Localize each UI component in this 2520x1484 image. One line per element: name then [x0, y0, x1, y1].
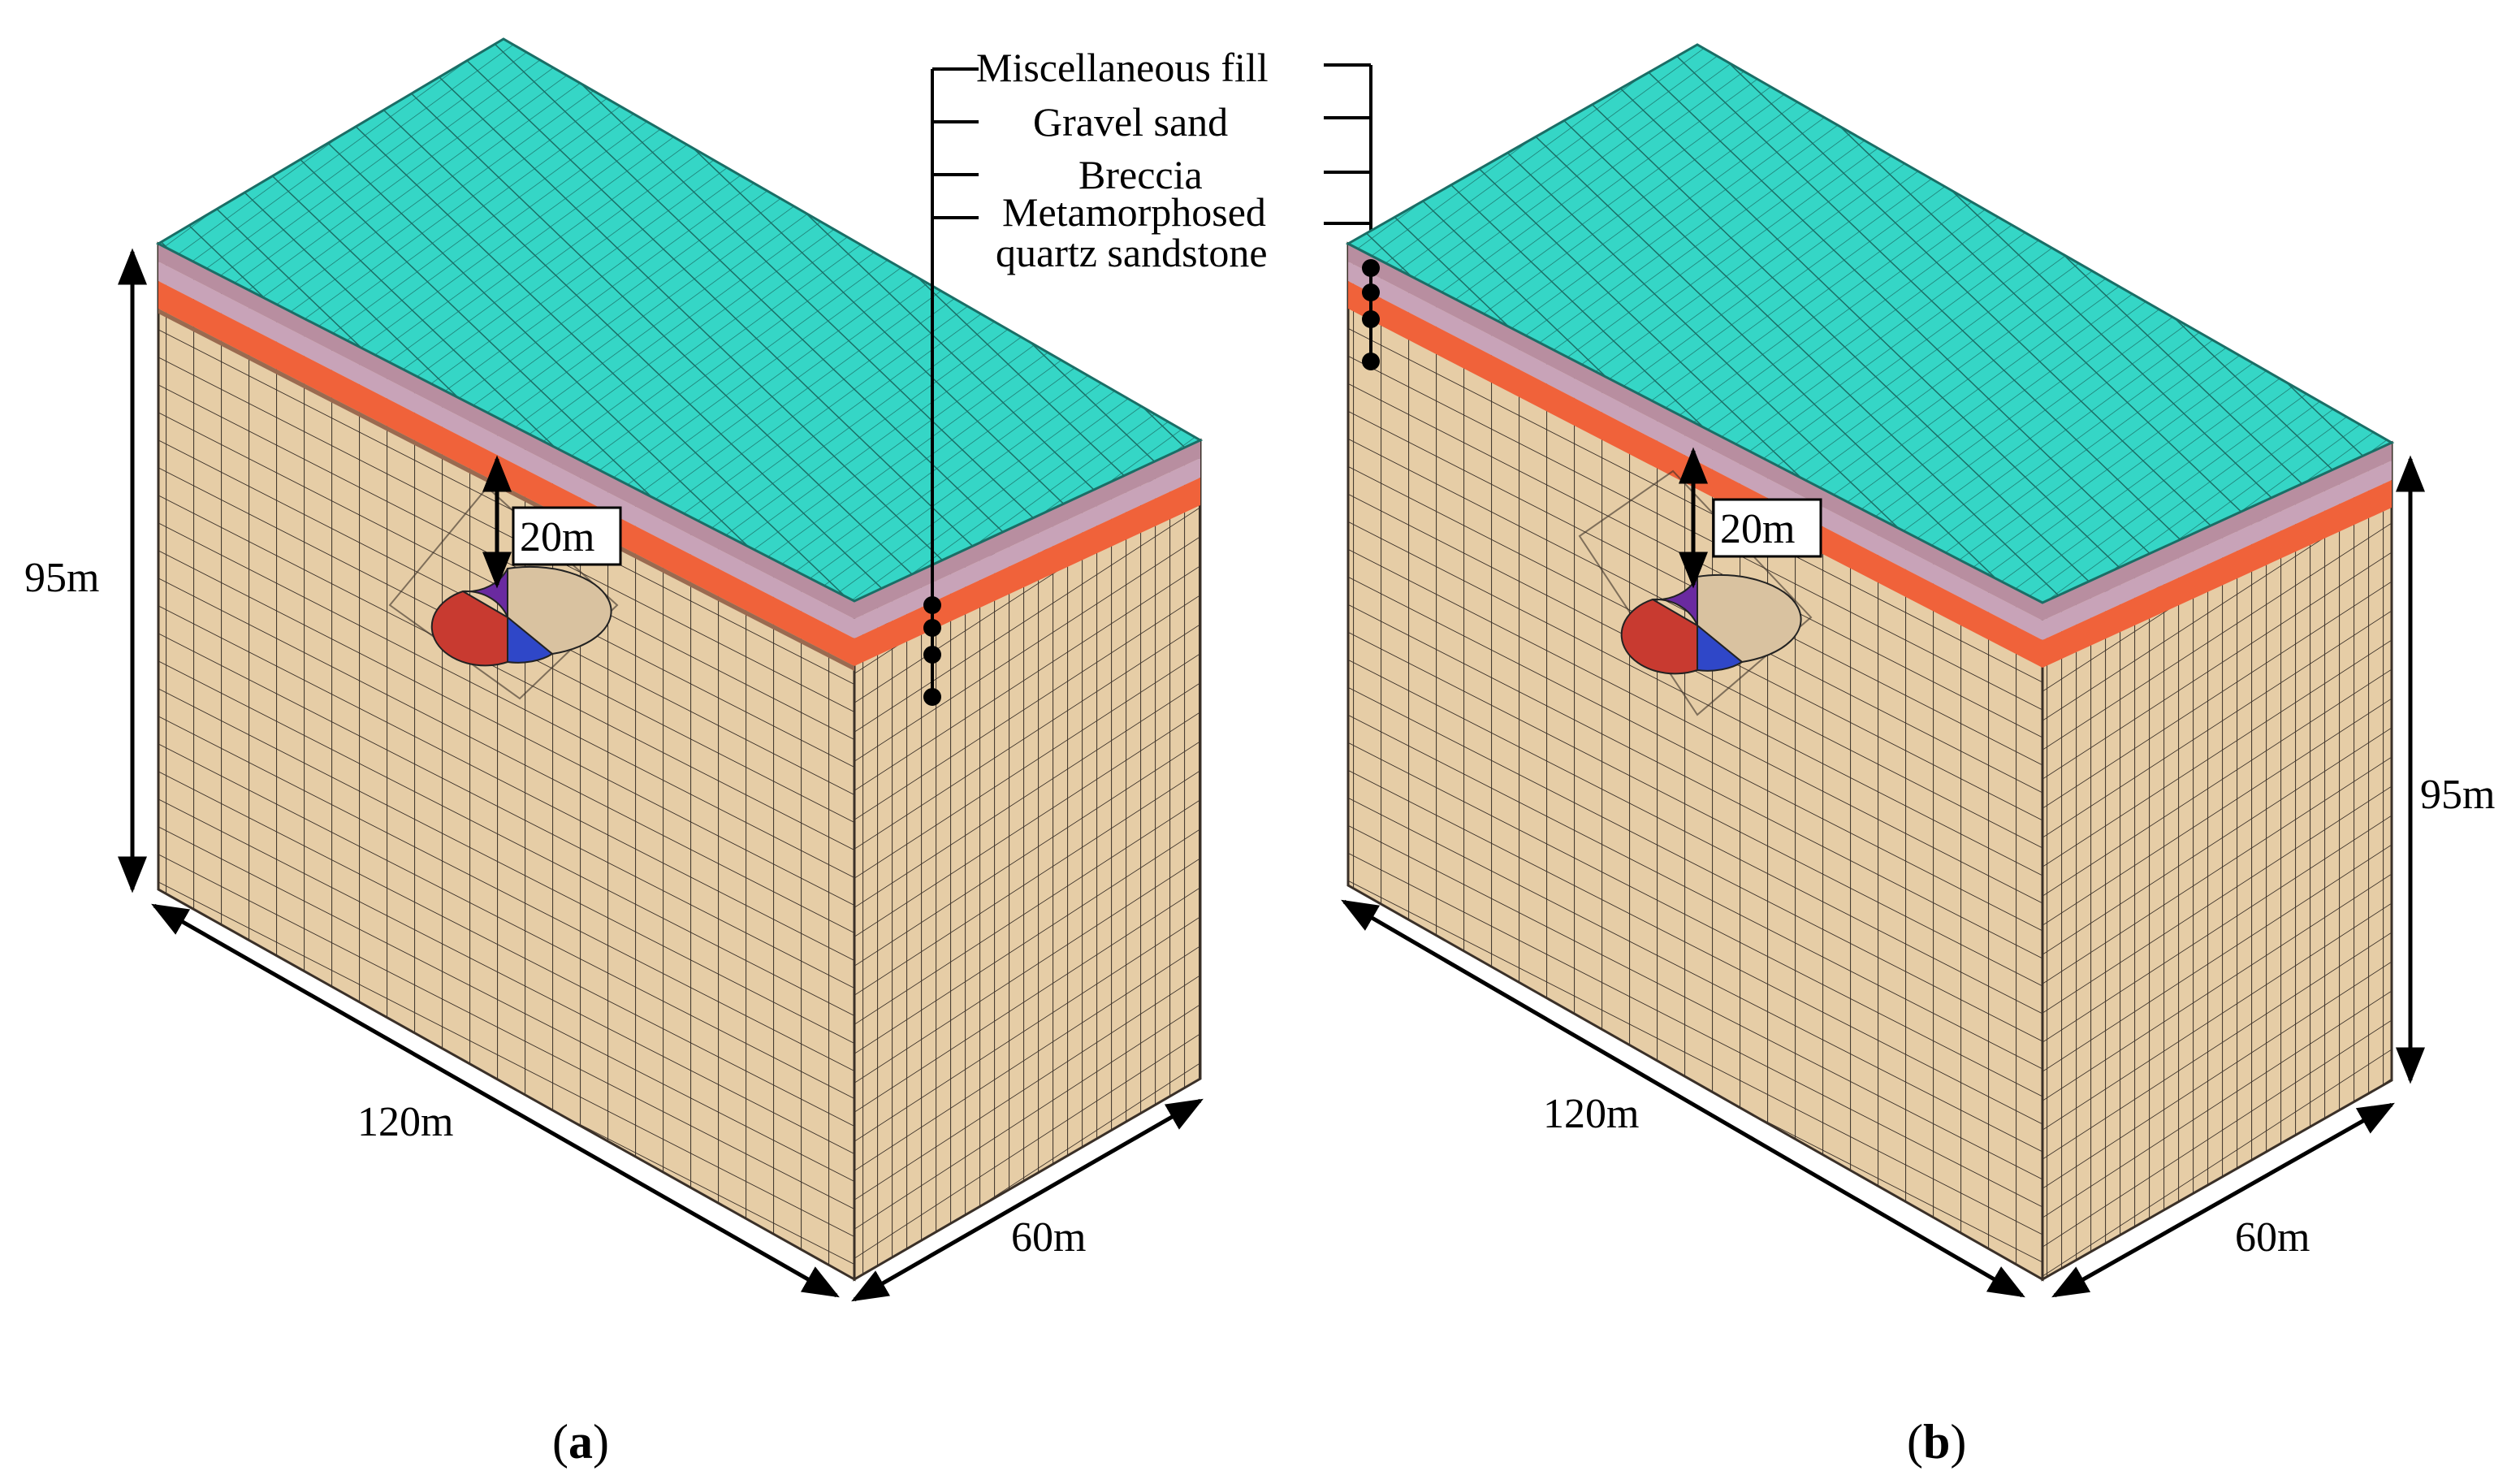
- tunnel-segment-a-2: [507, 565, 612, 655]
- stratum-marker-b-4: [1362, 353, 1380, 370]
- height-label-a: 95m: [24, 555, 99, 601]
- tunnel-segment-a-3: [430, 590, 508, 667]
- width-dimension-arrow-b: [2051, 1102, 2395, 1298]
- length-label-b: 120m: [1543, 1091, 1639, 1137]
- layer-breccia-side-a: [854, 478, 1200, 666]
- legend-miscellaneous-fill: Miscellaneous fill: [976, 45, 1269, 90]
- layer-fill-side-a: [854, 440, 1200, 619]
- depth-label-b: 20m: [1720, 506, 1795, 552]
- layer-gravel-side-b: [2042, 461, 2392, 640]
- panel-a: 95m 120m 60m 20m (a): [24, 37, 1204, 1469]
- legend-gravel-sand: Gravel sand: [1033, 99, 1228, 145]
- legend-quartz-sandstone: quartz sandstone: [996, 230, 1268, 275]
- layer-fill-front-a: [158, 244, 854, 619]
- tunnel-segment-b-2: [1697, 573, 1802, 664]
- length-label-a: 120m: [357, 1099, 453, 1145]
- width-label-b: 60m: [2235, 1214, 2310, 1261]
- length-dimension-arrow-a: [151, 903, 840, 1298]
- stratum-indicator-b: [1362, 259, 1380, 370]
- depth-label-box-b: [1712, 498, 1822, 558]
- caption-b: (b): [1907, 1415, 1966, 1469]
- width-dimension-arrow-a: [851, 1098, 1204, 1302]
- layer-gravel-front-a: [158, 262, 854, 638]
- tunnel-segment-b-3: [1620, 598, 1698, 675]
- stratum-marker-a-4: [923, 688, 941, 706]
- length-dimension-arrow-b: [1341, 899, 2025, 1298]
- tunnel-b: [1578, 469, 1813, 716]
- stratum-marker-b-3: [1362, 310, 1380, 328]
- height-label-b: 95m: [2420, 772, 2495, 818]
- top-face-a: [155, 37, 1204, 603]
- caption-a: (a): [552, 1415, 609, 1469]
- tunnel-segment-a-4: [507, 615, 554, 664]
- layer-fill-side-b: [2042, 443, 2392, 621]
- panel-b: 95m 120m 60m 20m (b): [1341, 43, 2495, 1469]
- legend-breccia: Breccia: [1078, 152, 1203, 197]
- stratum-legend: Miscellaneous fill Gravel sand Breccia M…: [932, 45, 1372, 275]
- stratum-marker-b-2: [1362, 283, 1380, 301]
- depth-label-box-a: [512, 506, 622, 566]
- layer-breccia-side-b: [2042, 480, 2392, 668]
- width-label-a: 60m: [1011, 1214, 1086, 1261]
- refined-mesh-zone-a: [388, 486, 619, 700]
- stratum-marker-b-1: [1362, 259, 1380, 277]
- tunnel-segment-b-4: [1697, 623, 1744, 672]
- stratum-marker-a-3: [923, 646, 941, 664]
- stratum-marker-a-1: [923, 596, 941, 614]
- layer-gravel-side-a: [854, 458, 1200, 638]
- legend-metamorphosed: Metamorphosed: [1002, 189, 1266, 235]
- tunnel-a: [388, 486, 619, 700]
- depth-label-a: 20m: [520, 514, 594, 560]
- top-face-b: [1345, 43, 2395, 604]
- layer-fill-front-b: [1348, 244, 2042, 621]
- stratum-marker-a-2: [923, 619, 941, 637]
- soil-block-b: [1345, 43, 2395, 1282]
